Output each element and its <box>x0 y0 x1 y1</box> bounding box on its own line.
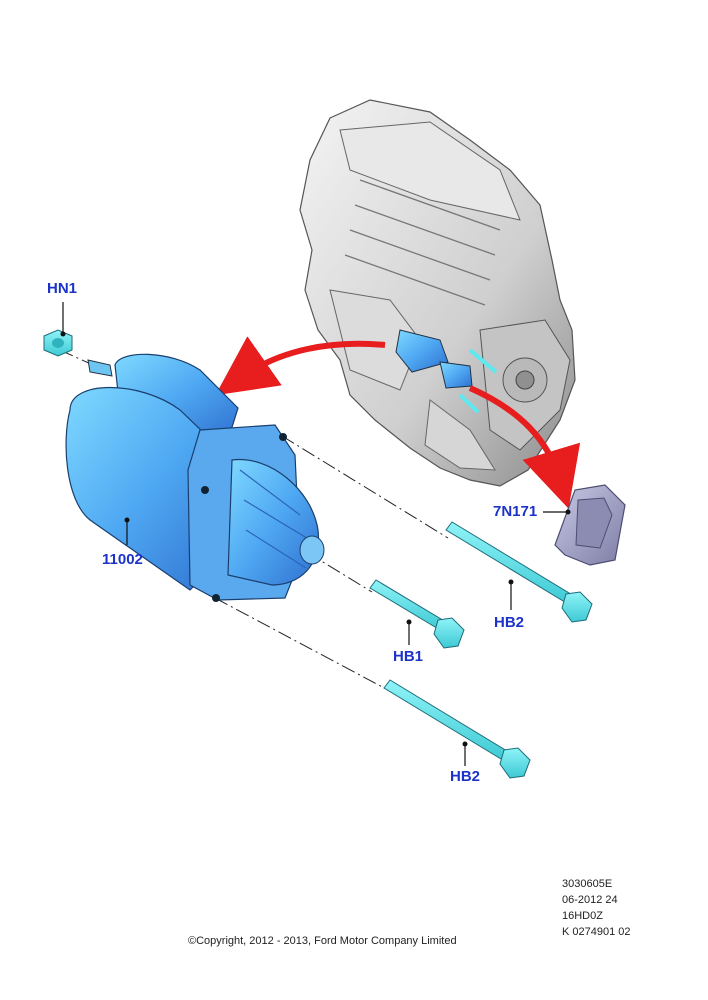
part-code: K 0274901 02 <box>562 926 631 938</box>
callout-hb1: HB1 <box>393 648 424 665</box>
starter-motor-11002 <box>65 353 325 602</box>
callout-hb2-upper: HB2 <box>494 614 525 631</box>
engine-assembly <box>299 99 576 487</box>
ref-code: 3030605E <box>562 878 613 890</box>
nut-hn1 <box>43 329 73 357</box>
bolt-hb1 <box>369 579 465 649</box>
callout-hb2-lower: HB2 <box>450 768 481 785</box>
copyright-notice: ©Copyright, 2012 - 2013, Ford Motor Comp… <box>188 935 457 947</box>
model-code: 16HD0Z <box>562 910 603 922</box>
removal-arrow-left <box>215 336 386 396</box>
leader-lines <box>62 302 568 766</box>
cover-7n171 <box>554 484 626 566</box>
removal-arrow-right <box>468 385 581 509</box>
date-code: 06-2012 24 <box>562 894 618 906</box>
bolt-hb2-lower <box>383 679 531 779</box>
callout-hn1: HN1 <box>47 280 78 297</box>
reference-block: 3030605E 06-2012 24 16HD0Z K 0274901 02 <box>562 876 631 940</box>
bolt-hb2-upper <box>445 521 593 623</box>
callout-starter-11002: 11002 <box>102 551 143 568</box>
leader-dots <box>60 331 571 747</box>
callout-cover-7n171: 7N171 <box>493 503 538 520</box>
